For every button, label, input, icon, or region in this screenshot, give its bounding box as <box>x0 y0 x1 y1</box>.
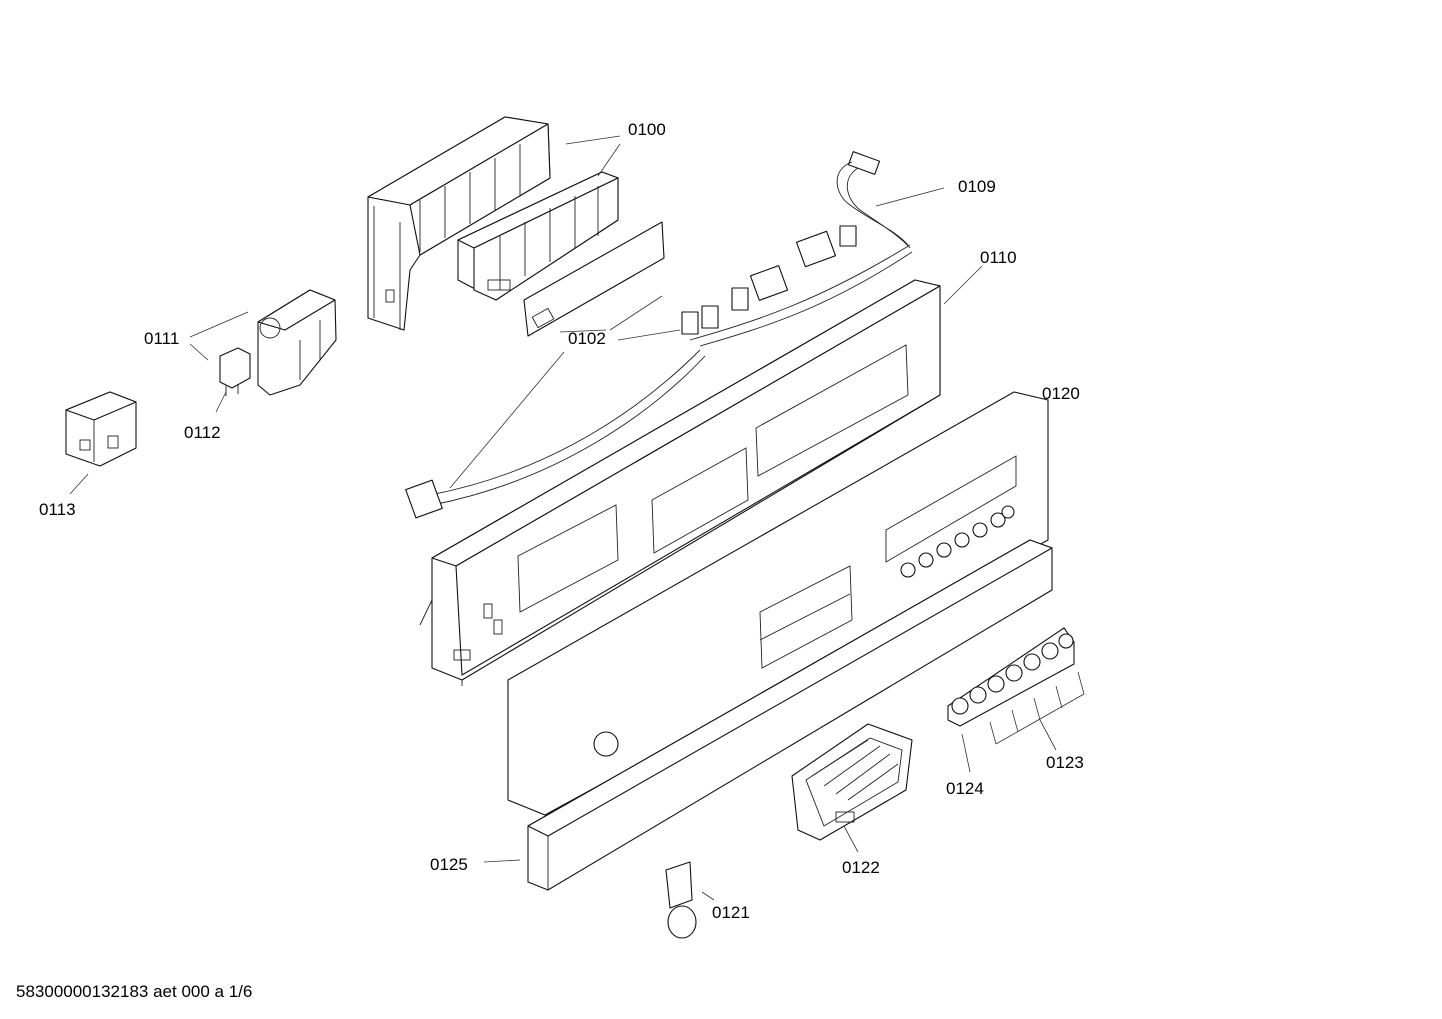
label-0111: 0111 <box>144 329 179 348</box>
document-footer: 58300000132183 aet 000 a 1/6 <box>16 982 252 1001</box>
cable-harness-0109 <box>405 151 913 519</box>
label-0122: 0122 <box>842 858 880 877</box>
fascia-panel-0120 <box>507 391 1049 816</box>
electronic-module-0100 <box>367 116 619 331</box>
knob-0121 <box>665 861 697 939</box>
label-0124: 0124 <box>946 779 984 798</box>
panel-frame-0110 <box>419 279 941 686</box>
bottom-strip-0125 <box>527 539 1053 891</box>
label-0120: 0120 <box>1042 384 1080 403</box>
switch-0113 <box>65 391 137 467</box>
display-strip-0102 <box>523 221 665 337</box>
button-strip-0124 <box>947 627 1075 727</box>
label-0109: 0109 <box>958 177 996 196</box>
handle-0122 <box>791 723 913 841</box>
label-0123: 0123 <box>1046 753 1084 772</box>
capacitor-0112 <box>219 347 251 396</box>
label-0113: 0113 <box>39 500 76 519</box>
label-0100: 0100 <box>628 120 666 139</box>
label-0121: 0121 <box>712 903 750 922</box>
switch-0111 <box>257 289 337 396</box>
label-0110: 0110 <box>980 248 1017 267</box>
label-0102: 0102 <box>568 329 606 348</box>
label-0112: 0112 <box>184 423 221 442</box>
leader-lines <box>69 135 1085 901</box>
label-0125: 0125 <box>430 855 468 874</box>
part-labels: 0100 0109 0110 0102 0111 0112 0113 0120 … <box>39 120 1084 922</box>
